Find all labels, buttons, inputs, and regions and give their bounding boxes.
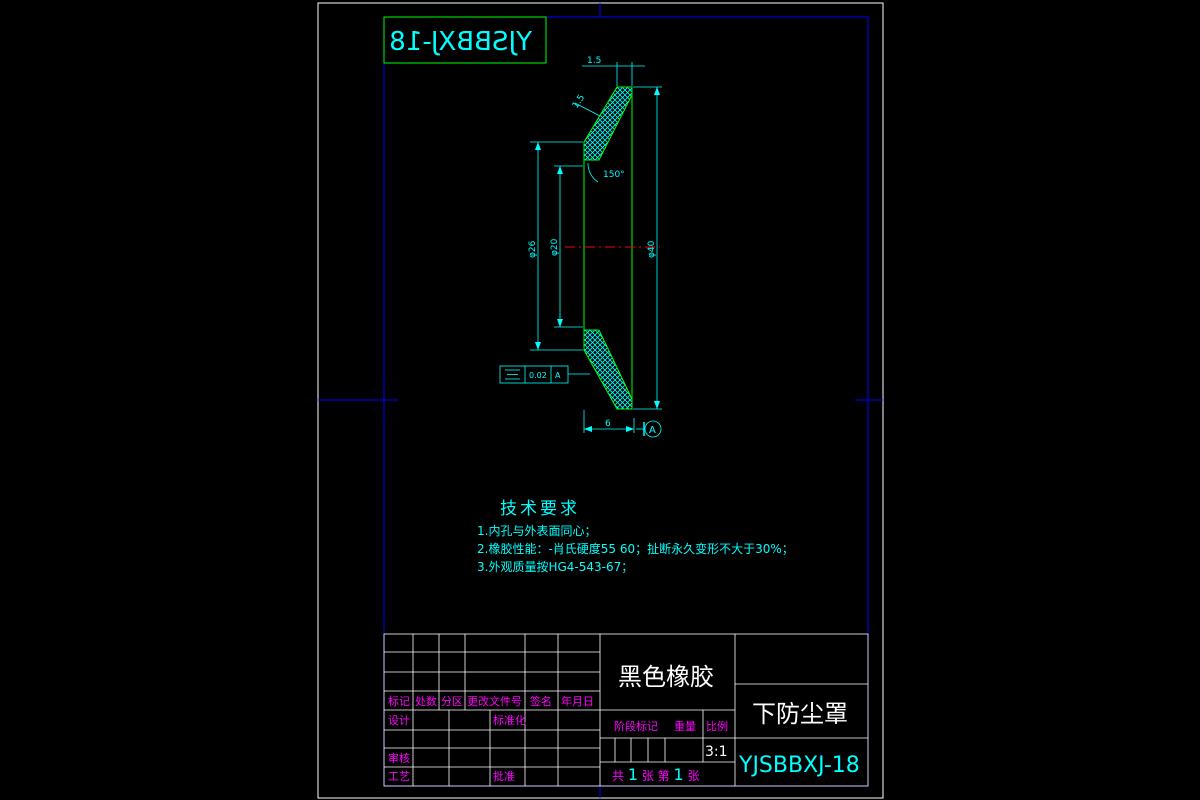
scale-value: 3:1 xyxy=(705,744,728,760)
title-block-labels: 标记 处数 分区 更改文件号 签名 年月日 设计 标准化 审核 工艺 批准 阶段… xyxy=(388,694,728,783)
title-block xyxy=(383,633,869,787)
part-section-view xyxy=(565,86,660,410)
drawing-code: YJSBBXJ-18 xyxy=(738,753,860,778)
label-count: 处数 xyxy=(415,695,437,708)
dim-bottom-width: 6 xyxy=(605,419,611,429)
dimension-arrows xyxy=(535,87,660,432)
symmetry-icon xyxy=(505,369,520,380)
tech-req-title: 技术要求 xyxy=(500,499,580,519)
tech-req-item: 2.橡胶性能：-肖氏硬度55 60；扯断永久变形不大于30%； xyxy=(477,541,794,556)
tech-req-item: 3.外观质量按HG4-543-67； xyxy=(477,560,633,574)
label-ratio: 比例 xyxy=(706,719,728,733)
tech-req-item: 1.内孔与外表面同心； xyxy=(477,524,596,538)
geometric-tolerance-frame: 0.02 A xyxy=(499,365,569,384)
label-standardize: 标准化 xyxy=(493,713,526,727)
dim-mid-diameter: φ26 xyxy=(528,240,538,258)
dim-thickness-top: 1.5 xyxy=(587,56,601,66)
mirrored-code-box: YJSBBXJ-18 xyxy=(383,16,547,64)
datum-marker-label: A xyxy=(649,425,656,436)
sheet-info: 共 1 张 第 1 张 xyxy=(612,765,700,784)
mirrored-drawing-code: YJSBBXJ-18 xyxy=(389,27,533,57)
sheet-total-prefix: 共 xyxy=(612,769,624,783)
label-process: 工艺 xyxy=(388,770,410,783)
material-name: 黑色橡胶 xyxy=(618,663,714,691)
label-approve: 批准 xyxy=(493,769,515,783)
dim-angle: 150° xyxy=(603,170,625,180)
label-design: 设计 xyxy=(388,714,410,727)
label-mark: 标记 xyxy=(388,694,410,708)
label-zone: 分区 xyxy=(441,695,463,708)
label-stage-mark: 阶段标记 xyxy=(614,719,658,733)
datum-marker: A xyxy=(643,420,662,438)
sheet-number: 1 xyxy=(674,765,684,784)
label-change-doc: 更改文件号 xyxy=(467,694,522,708)
dim-inner-diameter: φ20 xyxy=(550,238,560,256)
dim-outer-diameter: φ40 xyxy=(647,240,657,258)
sheet-suffix: 张 xyxy=(688,769,700,783)
label-weight: 重量 xyxy=(674,719,696,733)
dimension-texts: 1.5 1.5 150° φ40 φ26 φ20 6 xyxy=(528,56,657,429)
sheet-total: 1 xyxy=(628,765,638,784)
dimension-lines xyxy=(530,62,662,433)
label-date: 年月日 xyxy=(561,694,594,708)
tolerance-datum: A xyxy=(555,371,561,380)
tolerance-value: 0.02 xyxy=(529,371,547,380)
part-name: 下防尘罩 xyxy=(752,700,848,728)
label-review: 审核 xyxy=(388,751,410,765)
title-block-values: 黑色橡胶 下防尘罩 3:1 YJSBBXJ-18 共 1 张 第 1 张 xyxy=(612,663,860,784)
sheet-mid: 张 第 xyxy=(642,769,670,783)
label-signature: 签名 xyxy=(530,694,552,708)
technical-requirements: 技术要求 1.内孔与外表面同心； 2.橡胶性能：-肖氏硬度55 60；扯断永久变… xyxy=(477,499,794,574)
